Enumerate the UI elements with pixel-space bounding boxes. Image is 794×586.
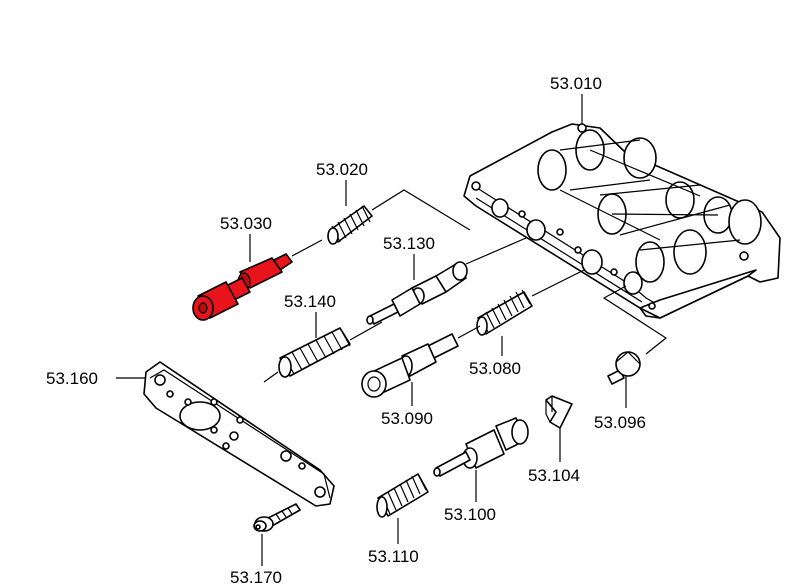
- label-53096: 53.096: [594, 413, 646, 432]
- separator-plate: [143, 361, 335, 507]
- clip-53104: [545, 395, 573, 429]
- label-53090: 53.090: [381, 409, 433, 428]
- bolt: [253, 503, 301, 532]
- spring-53020: [327, 205, 373, 245]
- assembly-lines: [263, 189, 668, 383]
- label-53080: 53.080: [469, 359, 521, 378]
- label-53170: 53.170: [230, 568, 282, 586]
- label-53160: 53.160: [46, 369, 98, 388]
- part-labels: 53.010 53.020 53.030 53.130 53.140 53.16…: [46, 74, 646, 586]
- plunger-53130: [366, 261, 468, 325]
- label-53100: 53.100: [444, 505, 496, 524]
- label-53110: 53.110: [368, 547, 419, 566]
- valve-53090: [361, 333, 459, 398]
- highlighted-valve-53030: [192, 253, 293, 321]
- label-53030: 53.030: [220, 214, 272, 233]
- label-leaders: [116, 94, 627, 566]
- label-53020: 53.020: [316, 160, 368, 179]
- spring-53140: [278, 327, 351, 378]
- label-53104: 53.104: [528, 466, 580, 485]
- valve-53100: [433, 417, 529, 477]
- valve-body-housing: [463, 123, 781, 319]
- plug-53096: [607, 351, 641, 385]
- label-53130: 53.130: [383, 234, 435, 253]
- spring-53110: [376, 473, 429, 518]
- label-53140: 53.140: [284, 292, 336, 311]
- label-53010: 53.010: [550, 74, 602, 93]
- spring-53080: [476, 289, 533, 336]
